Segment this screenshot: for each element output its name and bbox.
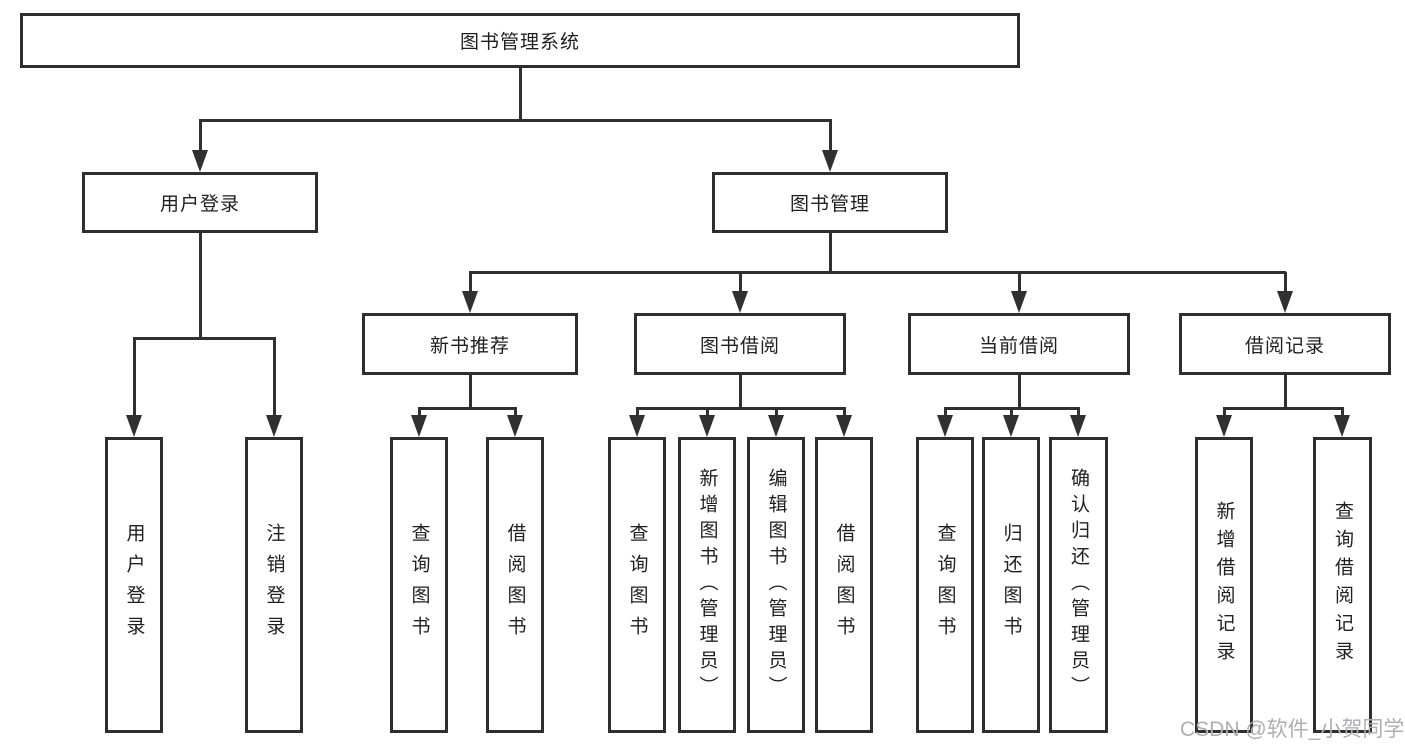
node-current-borrowing: 当前借阅 (908, 313, 1130, 375)
connector-line (774, 407, 778, 417)
arrowhead-down-icon (266, 415, 282, 437)
connector-line (738, 375, 742, 409)
arrowhead-down-icon (1216, 415, 1232, 437)
arrowhead-down-icon (836, 415, 852, 437)
node-logout-action: 注销登录 (245, 437, 303, 733)
arrowhead-down-icon (1334, 415, 1350, 437)
connector-line (417, 407, 421, 417)
connector-line (469, 270, 1286, 274)
connector-line (198, 233, 202, 339)
node-borrowing-records: 借阅记录 (1179, 313, 1391, 375)
connector-line (1017, 375, 1021, 409)
arrowhead-down-icon (1011, 291, 1027, 313)
connector-line (828, 119, 832, 152)
connector-line (738, 272, 742, 293)
connector-line (636, 406, 845, 410)
connector-line (1283, 272, 1287, 293)
node-br-query-record: 查询借阅记录 (1313, 437, 1372, 733)
connector-line (272, 337, 276, 417)
arrowhead-down-icon (699, 415, 715, 437)
connector-line (1076, 407, 1080, 417)
node-book-management: 图书管理 (712, 172, 948, 233)
connector-line (1283, 375, 1287, 409)
arrowhead-down-icon (507, 415, 523, 437)
connector-line (418, 406, 516, 410)
connector-line (1340, 407, 1344, 417)
arrowhead-down-icon (1003, 415, 1019, 437)
connector-line (1017, 272, 1021, 293)
connector-line (199, 118, 831, 122)
arrowhead-down-icon (937, 415, 953, 437)
connector-line (468, 375, 472, 409)
arrowhead-down-icon (822, 150, 838, 172)
connector-line (943, 407, 947, 417)
arrowhead-down-icon (192, 150, 208, 172)
node-book-borrowing: 图书借阅 (634, 313, 846, 375)
node-nb-query-books: 查询图书 (390, 437, 448, 733)
connector-line (513, 407, 517, 417)
connector-line (1222, 407, 1226, 417)
node-br-add-record: 新增借阅记录 (1195, 437, 1253, 733)
connector-line (828, 233, 832, 274)
connector-line (133, 336, 275, 340)
node-user-login: 用户登录 (82, 172, 318, 233)
node-bb-add-books-admin: 新增图书（管理员） (678, 437, 736, 733)
arrowhead-down-icon (462, 291, 478, 313)
connector-line (132, 337, 136, 417)
arrowhead-down-icon (629, 415, 645, 437)
node-cb-query-books: 查询图书 (916, 437, 974, 733)
arrowhead-down-icon (732, 291, 748, 313)
arrowhead-down-icon (411, 415, 427, 437)
connector-line (468, 272, 472, 293)
node-bb-borrow-books: 借阅图书 (815, 437, 873, 733)
connector-line (1223, 406, 1343, 410)
connector-line (944, 406, 1079, 410)
arrowhead-down-icon (1277, 291, 1293, 313)
connector-line (842, 407, 846, 417)
arrowhead-down-icon (1070, 415, 1086, 437)
connector-line (198, 119, 202, 152)
arrowhead-down-icon (768, 415, 784, 437)
connector-line (518, 68, 522, 121)
arrowhead-down-icon (126, 415, 142, 437)
node-cb-return-books: 归还图书 (982, 437, 1040, 733)
node-new-book-recommendation: 新书推荐 (362, 313, 578, 375)
node-cb-confirm-return-admin: 确认归还（管理员） (1049, 437, 1108, 733)
node-nb-borrow-books: 借阅图书 (486, 437, 544, 733)
connector-line (705, 407, 709, 417)
connector-line (1009, 407, 1013, 417)
node-user-login-action: 用户登录 (105, 437, 163, 733)
node-bb-edit-books-admin: 编辑图书（管理员） (747, 437, 805, 733)
node-root: 图书管理系统 (20, 13, 1020, 68)
node-bb-query-books: 查询图书 (608, 437, 666, 733)
connector-line (635, 407, 639, 417)
